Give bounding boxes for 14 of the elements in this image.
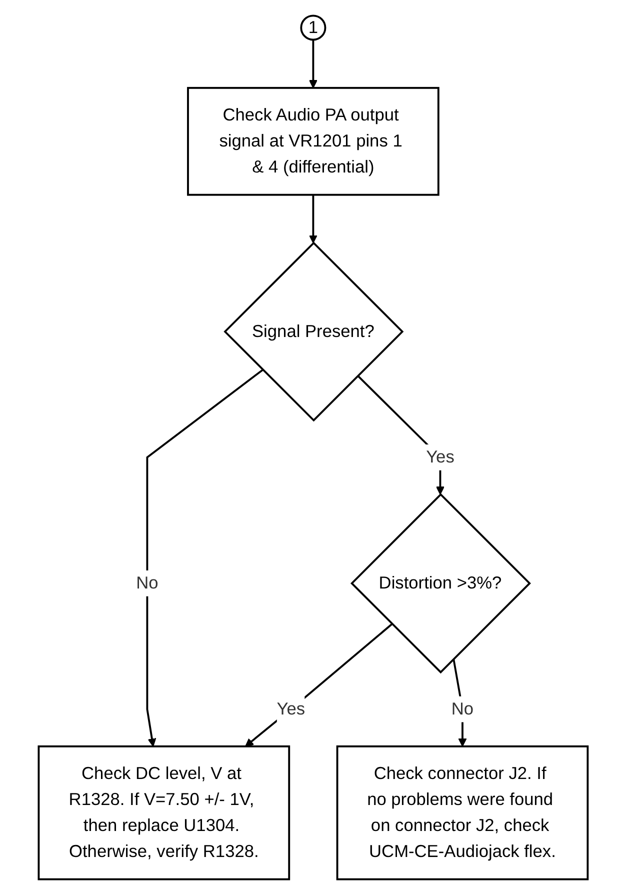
node-box: Check Audio PA output signal at VR1201 pins 1 & 4 (differential) [186, 86, 440, 196]
arrow [308, 194, 318, 243]
node-box: Check DC level, V at R1328. If V=7.50 +/- 1V, then replace U1304. Otherwise, verify R1328. [38, 744, 290, 880]
arrow [146, 368, 264, 746]
edge-label: No [451, 698, 474, 718]
node-circle: 1 [300, 14, 326, 40]
arrow [244, 622, 392, 746]
node-diamond: Distortion >3%? [350, 492, 531, 674]
edge-label: Yes [426, 446, 454, 466]
edge-label: No [136, 572, 158, 592]
edge-label: Yes [276, 698, 305, 718]
node-diamond: Signal Present? [223, 241, 404, 422]
arrow [308, 39, 318, 88]
node-box: Check connector J2. If no problems were found on connector J2, check UCM-CE-Audiojack flex. [336, 744, 588, 880]
